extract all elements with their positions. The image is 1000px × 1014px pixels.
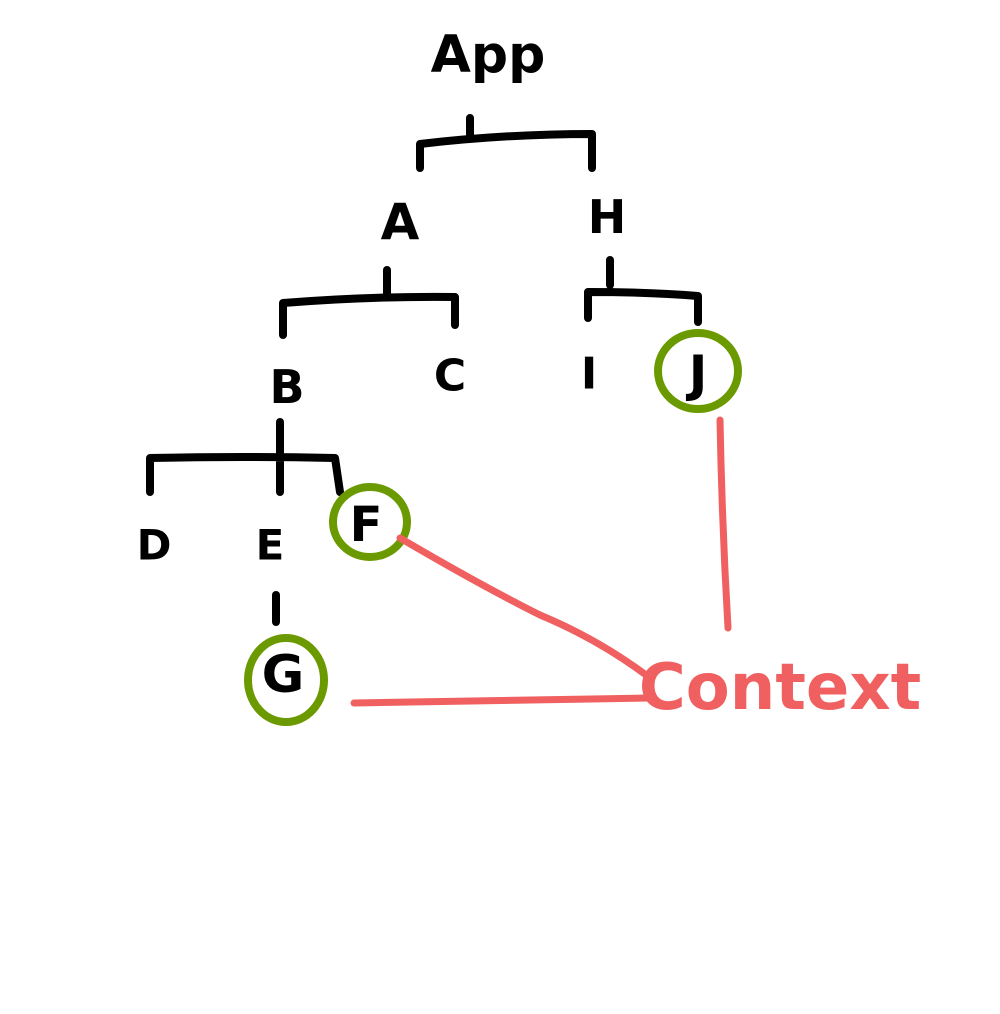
node-c: C [434, 351, 466, 402]
edge-a-to-b-c [279, 266, 459, 339]
node-app: App [431, 25, 546, 85]
context-link-g [350, 694, 654, 707]
highlight-circle-j [654, 329, 742, 413]
node-g: G [262, 645, 305, 705]
context-links [350, 416, 732, 707]
edge-app-to-a-h [416, 114, 596, 172]
edge-h-to-i-j [584, 256, 702, 326]
node-f: F [350, 497, 383, 553]
tree-nodes: App A H B C I J D E F G [137, 25, 708, 705]
node-e: E [256, 521, 285, 570]
edge-b-to-d-e-f [146, 418, 344, 496]
node-d: D [137, 521, 172, 570]
highlight-circles [244, 329, 742, 726]
context-link-f [396, 534, 654, 682]
node-j: J [686, 345, 708, 403]
node-b: B [269, 360, 304, 414]
node-a: A [381, 193, 420, 251]
context-label: Context [639, 651, 921, 725]
tree-edges [146, 114, 702, 626]
context-link-j [716, 416, 732, 632]
node-h: H [588, 190, 627, 244]
highlight-circle-g [244, 634, 328, 726]
highlight-circle-f [329, 483, 411, 561]
node-i: I [581, 349, 597, 400]
